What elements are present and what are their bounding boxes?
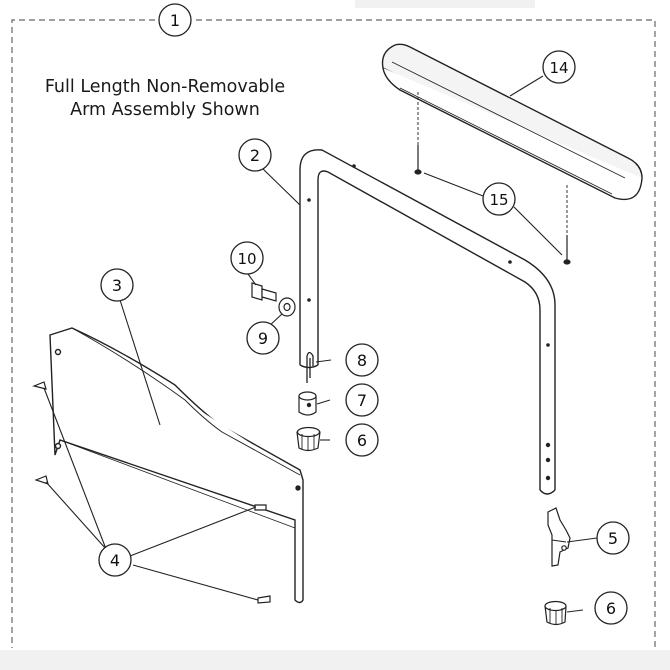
callout-9: 9 xyxy=(246,321,280,355)
callout-3: 3 xyxy=(100,268,134,302)
callout-8-label: 8 xyxy=(357,351,367,370)
callout-6-lower: 6 xyxy=(594,591,628,625)
callout-10: 10 xyxy=(230,241,264,275)
callout-4: 4 xyxy=(98,543,132,577)
callout-5: 5 xyxy=(596,521,630,555)
bottom-gray-band xyxy=(0,650,670,670)
callout-7-label: 7 xyxy=(357,391,367,410)
armpad xyxy=(381,43,643,201)
diagram-caption: Full Length Non-Removable Arm Assembly S… xyxy=(20,76,310,122)
knob-upper xyxy=(296,426,321,452)
callout-6-upper-label: 6 xyxy=(357,431,367,450)
caption-line-1: Full Length Non-Removable xyxy=(44,77,286,97)
callout-1-label: 1 xyxy=(170,11,180,30)
callout-15-label: 15 xyxy=(489,191,508,209)
washer xyxy=(278,297,296,317)
latch xyxy=(547,507,571,567)
callout-1: 1 xyxy=(158,3,192,37)
callout-8: 8 xyxy=(345,343,379,377)
side-panel xyxy=(49,327,304,604)
bushing xyxy=(298,391,317,416)
assembly-boundary xyxy=(11,19,656,648)
callout-5-label: 5 xyxy=(608,529,618,548)
callout-9-label: 9 xyxy=(258,329,268,348)
callout-4-label: 4 xyxy=(110,551,120,570)
callout-10-label: 10 xyxy=(237,250,256,268)
frame-holes xyxy=(307,164,551,481)
caption-line-2: Arm Assembly Shown xyxy=(70,100,260,120)
leader-lines xyxy=(43,75,598,613)
panel-screws xyxy=(32,381,271,604)
callout-7: 7 xyxy=(345,383,379,417)
callout-6-upper: 6 xyxy=(345,423,379,457)
callout-14-label: 14 xyxy=(549,59,568,77)
armpad-screws xyxy=(414,92,571,265)
callout-2: 2 xyxy=(238,138,272,172)
top-gray-band xyxy=(355,0,535,8)
knob-lower xyxy=(544,600,567,626)
clip xyxy=(306,351,314,383)
callout-3-label: 3 xyxy=(112,276,122,295)
callout-15: 15 xyxy=(482,182,516,216)
arm-frame-tube xyxy=(299,149,556,495)
bolt xyxy=(251,282,277,302)
callout-14: 14 xyxy=(542,50,576,84)
callout-6-lower-label: 6 xyxy=(606,599,616,618)
callout-2-label: 2 xyxy=(250,146,260,165)
